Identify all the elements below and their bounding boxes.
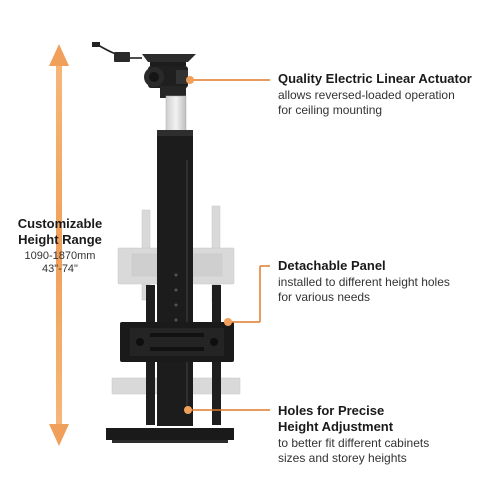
holes-callout-title-line2: Height Adjustment xyxy=(278,419,394,434)
height-range-title-line2: Height Range xyxy=(18,232,102,247)
panel-callout-title: Detachable Panel xyxy=(278,258,386,273)
callout-marker-icon xyxy=(184,406,192,414)
height-range-metric: 1090-1870mm xyxy=(24,250,96,262)
main-column xyxy=(157,130,193,426)
ceiling-mount-plate xyxy=(92,42,196,66)
inner-tube xyxy=(165,95,187,133)
panel-callout-desc-line2: for various needs xyxy=(278,290,371,304)
linear-actuator-motor xyxy=(144,66,188,98)
callout-marker-icon xyxy=(186,76,194,84)
holes-callout-desc-line2: sizes and storey heights xyxy=(278,451,407,465)
base-bar xyxy=(106,428,234,443)
height-range-title: Customizable Height Range xyxy=(4,216,116,248)
height-range-title-line1: Customizable xyxy=(17,216,103,231)
height-arrow-icon xyxy=(49,44,69,446)
actuator-callout-desc-line1: allows reversed-loaded operation xyxy=(278,88,455,102)
holes-callout-title-line1: Holes for Precise xyxy=(278,403,385,418)
actuator-callout-title: Quality Electric Linear Actuator xyxy=(278,71,472,86)
detachable-panel xyxy=(120,322,234,362)
actuator-callout-desc-line2: for ceiling mounting xyxy=(278,103,383,117)
holes-callout-desc-line1: to better fit different cabinets xyxy=(278,436,430,450)
callout-marker-icon xyxy=(224,318,232,326)
callout-leaders xyxy=(184,76,270,414)
panel-callout-desc-line1: installed to different height holes xyxy=(278,275,450,289)
height-range-imperial: 43"-74" xyxy=(42,263,78,275)
